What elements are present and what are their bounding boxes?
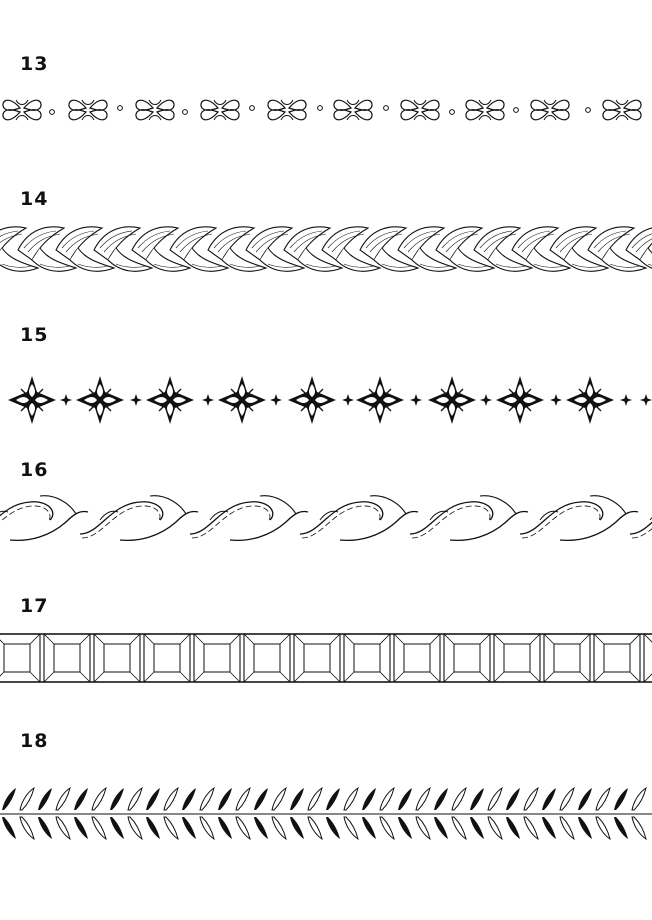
leaf-row-icon — [0, 787, 652, 840]
pattern-number-13: 13 — [20, 53, 49, 75]
border-pattern-15 — [0, 374, 652, 428]
pattern-number-16: 16 — [20, 459, 49, 481]
pattern-number-18: 18 — [20, 730, 49, 752]
pattern-number-15: 15 — [20, 324, 49, 346]
border-pattern-17 — [0, 630, 652, 686]
border-pattern-14 — [0, 220, 652, 278]
fleur-cross-icon — [7, 375, 652, 425]
border-pattern-18 — [0, 786, 652, 842]
rosette-icon — [2, 99, 642, 121]
scroll-vine-icon — [0, 495, 652, 542]
pattern-number-14: 14 — [20, 188, 49, 210]
border-pattern-16 — [0, 490, 652, 554]
pattern-number-17: 17 — [20, 595, 49, 617]
square-chain-icon — [0, 633, 652, 683]
braid-icon — [0, 225, 652, 272]
border-pattern-13 — [0, 88, 652, 138]
